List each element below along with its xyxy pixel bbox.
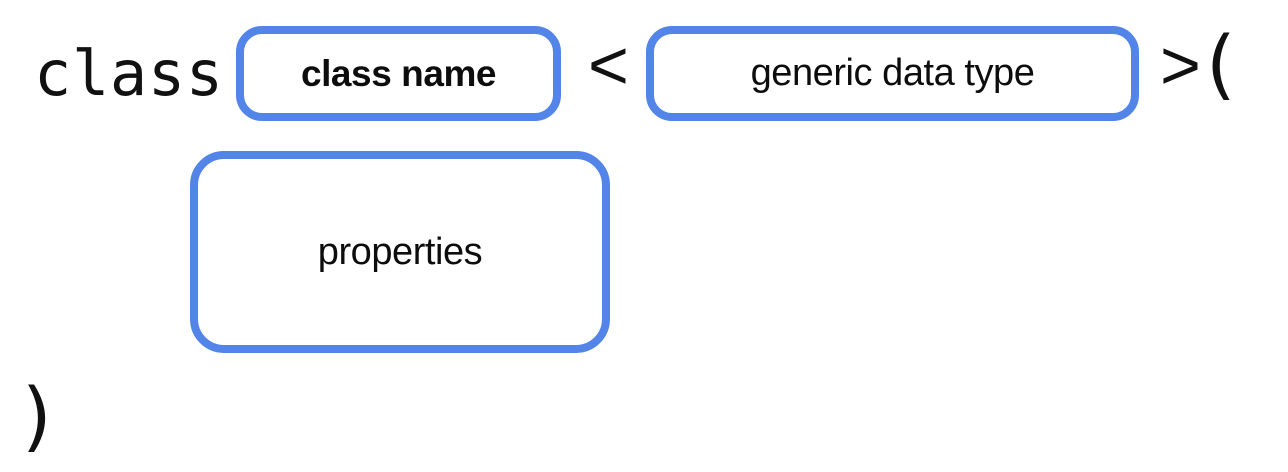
paren-open: ( [1206, 19, 1236, 108]
angle-bracket-close: > [1160, 26, 1201, 104]
class-keyword: class [34, 37, 224, 110]
angle-bracket-open: < [588, 26, 629, 104]
class-name-slot-label: class name [300, 52, 497, 94]
class-name-slot[interactable]: class name [236, 26, 561, 121]
paren-close: ) [22, 371, 52, 460]
properties-slot[interactable]: properties [190, 151, 610, 353]
generic-data-type-slot-label: generic data type [750, 52, 1035, 94]
generic-data-type-slot[interactable]: generic data type [646, 26, 1139, 121]
properties-slot-label: properties [317, 231, 483, 273]
